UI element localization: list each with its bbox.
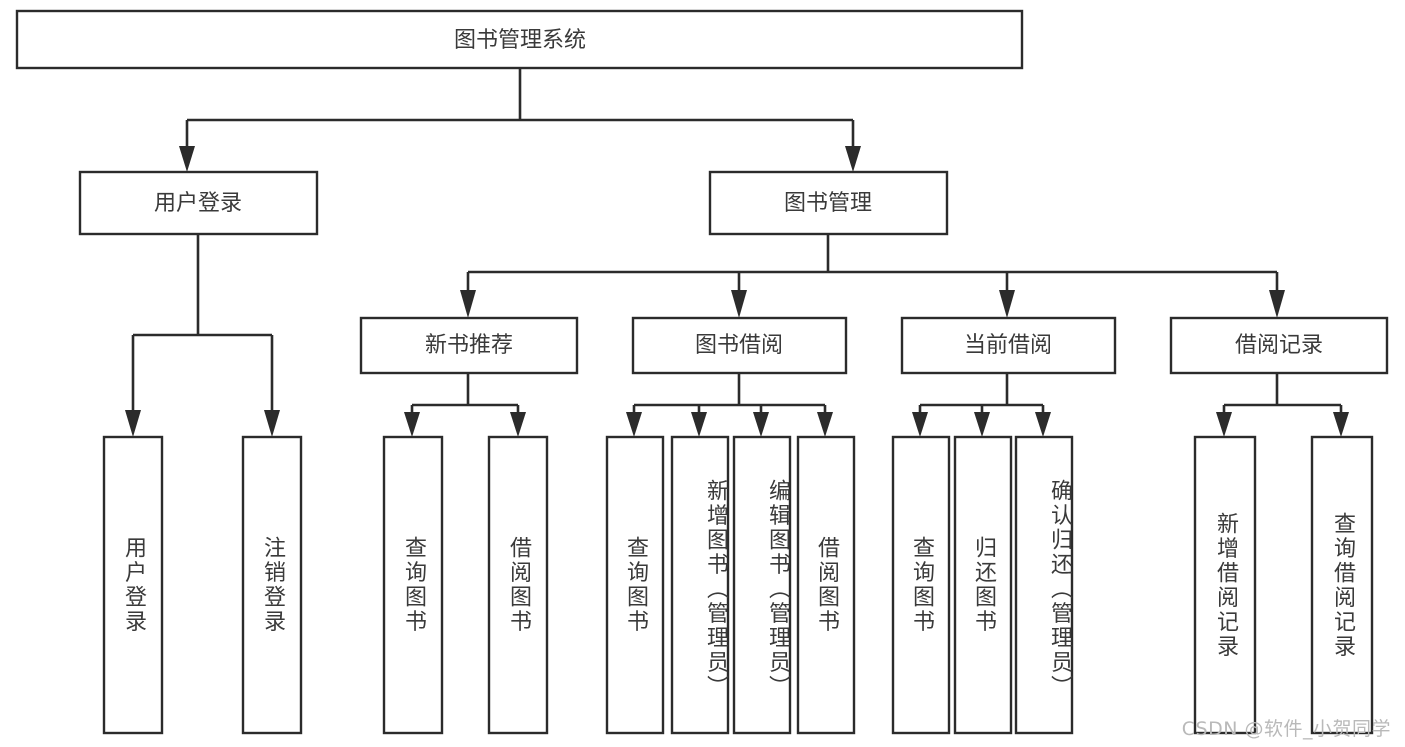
leaf-box[interactable] xyxy=(1014,435,1074,735)
watermark-text: CSDN @软件_小贺同学 xyxy=(1181,718,1391,740)
leaf-box[interactable] xyxy=(670,435,730,735)
node-book-management[interactable] xyxy=(708,170,949,236)
leaf-box[interactable] xyxy=(953,435,1013,735)
node-current-borrow-label: 当前借阅 xyxy=(964,333,1052,358)
node-user-login[interactable] xyxy=(78,170,319,236)
connector-newbook-to-leaves xyxy=(404,373,526,437)
node-borrow-records[interactable] xyxy=(1169,316,1389,375)
leaf-box[interactable] xyxy=(382,435,444,735)
node-new-book-recommend-label: 新书推荐 xyxy=(425,333,513,358)
leaf-box[interactable] xyxy=(732,435,792,735)
leaf-box[interactable] xyxy=(605,435,665,735)
node-book-borrow-label: 图书借阅 xyxy=(695,333,783,358)
node-root-system-label: 图书管理系统 xyxy=(454,28,586,53)
node-user-login-label: 用户登录 xyxy=(154,191,242,216)
node-book-management-label: 图书管理 xyxy=(784,191,872,216)
leaf-box[interactable] xyxy=(487,435,549,735)
node-new-book-recommend[interactable] xyxy=(359,316,579,375)
node-current-borrow[interactable] xyxy=(900,316,1117,375)
connector-bookmgmt-to-level3 xyxy=(460,234,1285,318)
connector-userlogin-to-leaves xyxy=(125,234,280,437)
connector-bookborrow-to-leaves xyxy=(626,373,833,437)
leaf-box[interactable] xyxy=(891,435,951,735)
leaf-box[interactable] xyxy=(796,435,856,735)
leaf-box[interactable] xyxy=(1193,435,1257,735)
leaf-box[interactable] xyxy=(102,435,164,735)
connector-root-to-level2 xyxy=(179,68,861,172)
connector-borrowrecords-to-leaves xyxy=(1216,373,1349,437)
node-borrow-records-label: 借阅记录 xyxy=(1235,333,1323,358)
connector-currentborrow-to-leaves xyxy=(912,373,1051,437)
leaf-box[interactable] xyxy=(1310,435,1374,735)
node-root-system[interactable] xyxy=(15,9,1024,70)
node-book-borrow[interactable] xyxy=(631,316,848,375)
leaf-box[interactable] xyxy=(241,435,303,735)
